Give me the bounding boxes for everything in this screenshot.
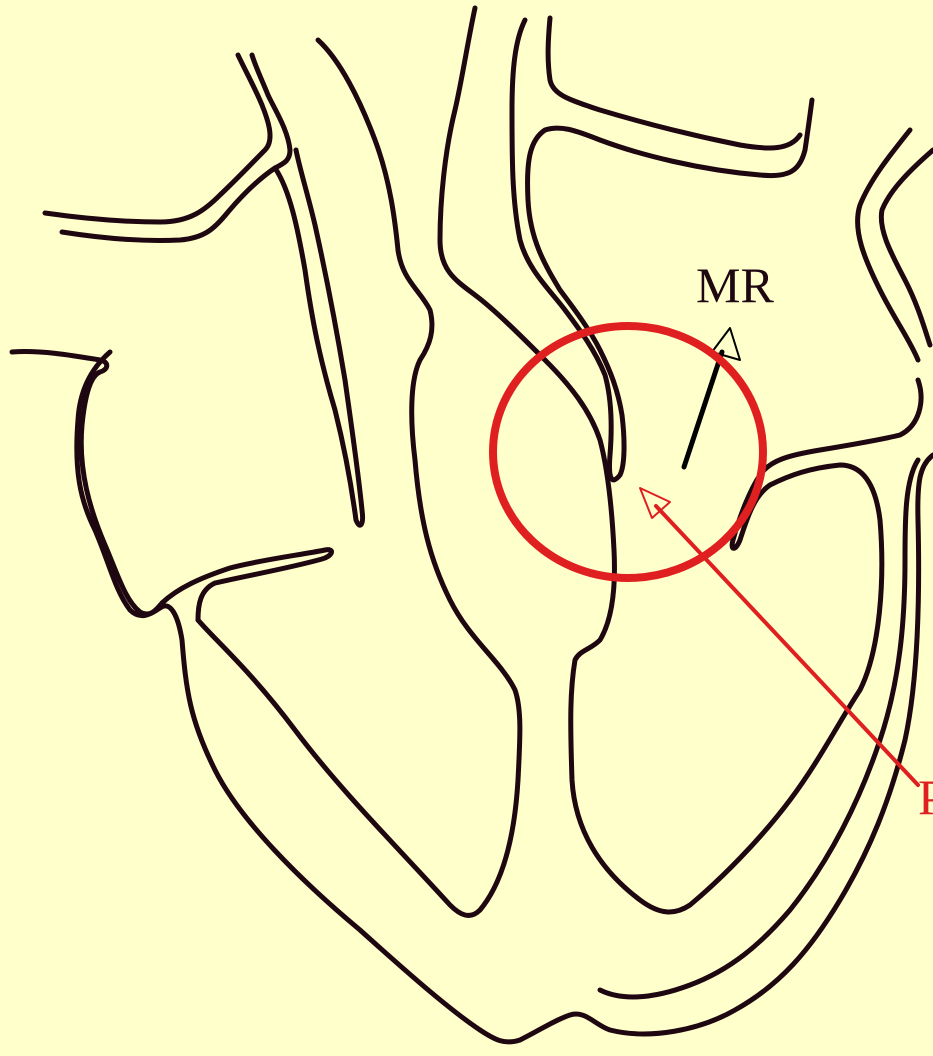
mr-label: MR xyxy=(696,260,774,310)
pointer-label: P xyxy=(918,772,933,822)
